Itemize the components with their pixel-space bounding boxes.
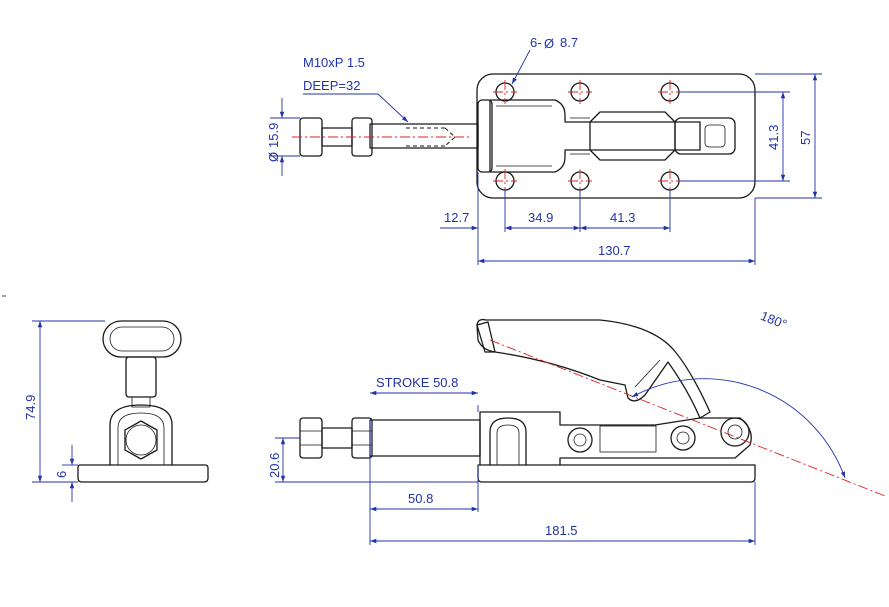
holes-count-note: 6- <box>530 35 542 50</box>
top-linkage <box>589 111 676 161</box>
end-view: 74.9 6 <box>23 320 209 502</box>
dim-shaft-diameter: 15.9 <box>266 123 281 148</box>
handle-swing-centerline <box>489 339 886 497</box>
dim-shaft-height: 20.6 <box>267 453 282 478</box>
thread-note: M10xP 1.5 <box>303 55 365 70</box>
end-handle-stem <box>125 356 157 398</box>
end-base-plate <box>77 464 209 483</box>
front-pivot-2 <box>670 425 696 451</box>
dim-34-9: 34.9 <box>528 210 553 225</box>
front-plunger-shaft <box>369 419 481 457</box>
end-handle-knob <box>102 320 182 358</box>
front-pivot-1 <box>567 427 593 453</box>
top-plunger-shaft <box>369 123 479 149</box>
svg-text:Ø: Ø <box>544 36 554 51</box>
front-base-plate <box>477 464 756 483</box>
dim-hole-pitch-y: 41.3 <box>766 125 781 150</box>
top-base-plate <box>476 73 756 199</box>
hole-diameter-note: 8.7 <box>560 35 578 50</box>
depth-note: DEEP=32 <box>303 78 360 93</box>
angle-note: 180° <box>758 308 789 332</box>
dim-12-7: 12.7 <box>444 210 469 225</box>
svg-text:Ø: Ø <box>266 152 281 162</box>
top-housing <box>489 99 701 173</box>
front-end-nut <box>299 417 323 459</box>
front-pivot-3 <box>720 417 750 447</box>
front-view: 180° STROKE 50.8 20.6 50.8 181.5 <box>267 308 886 545</box>
end-hex-nut <box>124 420 158 460</box>
dim-base-width: 57 <box>798 131 813 145</box>
front-lock-nut <box>351 417 373 459</box>
dim-base-thickness: 6 <box>54 471 69 478</box>
stroke-note: STROKE 50.8 <box>376 375 458 390</box>
dim-total-height: 74.9 <box>23 395 38 420</box>
dim-130-7: 130.7 <box>598 243 631 258</box>
tapped-hole-hidden <box>406 127 456 147</box>
top-view: M10xP 1.5 DEEP=32 6- Ø 8.7 Ø 15.9 41.3 5… <box>266 35 822 265</box>
front-handle <box>476 318 711 419</box>
dim-41-3: 41.3 <box>610 210 635 225</box>
handle-swing-arc <box>631 378 846 479</box>
dim-181-5: 181.5 <box>545 523 578 538</box>
dim-50-8: 50.8 <box>408 491 433 506</box>
front-u-bracket <box>489 417 527 466</box>
top-mounting-holes <box>495 82 680 191</box>
end-body <box>109 404 173 466</box>
front-housing <box>479 411 752 466</box>
